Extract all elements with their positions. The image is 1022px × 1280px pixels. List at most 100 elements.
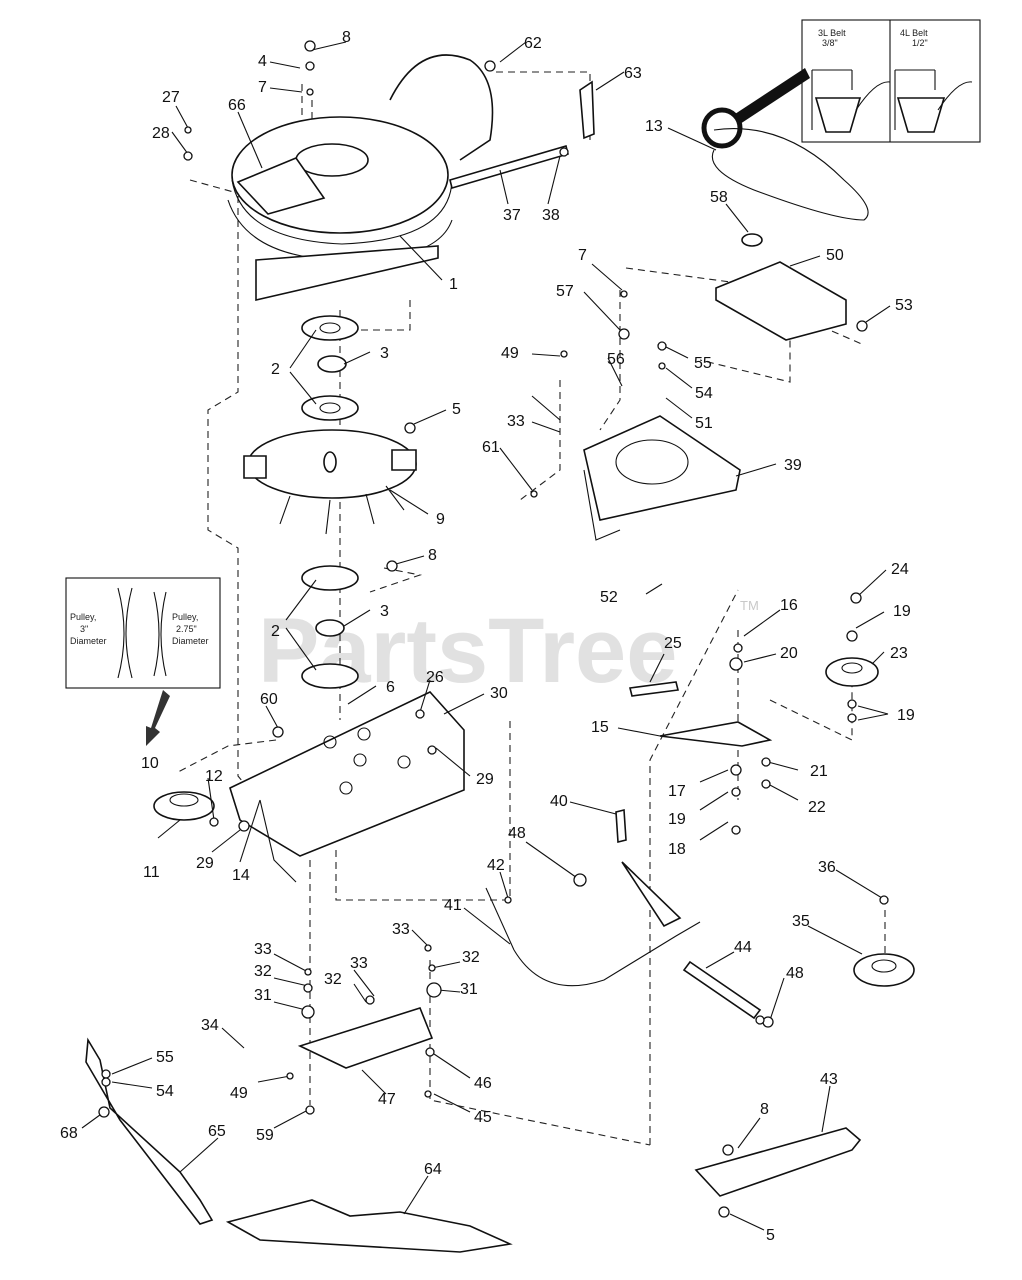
drive-belt	[711, 128, 869, 221]
callout-3b: 3	[380, 603, 389, 620]
engine-body	[389, 54, 494, 161]
callout-32a: 32	[254, 963, 272, 980]
decal	[236, 157, 326, 215]
callout-60: 60	[260, 691, 278, 708]
callout-33c: 33	[392, 921, 410, 938]
zoom-pointer-icon	[735, 68, 810, 124]
3l-belt-profile-icon	[814, 97, 862, 133]
pulley-3in-profile-icon	[117, 587, 133, 679]
belt-inset-4l-label: 4L Belt	[900, 28, 928, 38]
parts	[85, 54, 915, 1253]
callout-46: 46	[474, 1075, 492, 1092]
callout-32b: 32	[324, 971, 342, 988]
callout-62: 62	[524, 35, 542, 52]
callout-38: 38	[542, 207, 560, 224]
callout-37: 37	[503, 207, 521, 224]
engine-flywheel-hub	[295, 143, 369, 177]
plate-43	[694, 1127, 862, 1197]
callout-34: 34	[201, 1017, 219, 1034]
shield-50	[715, 261, 847, 341]
callout-20: 20	[780, 645, 798, 662]
callout-48a: 48	[508, 825, 526, 842]
callout-33a: 33	[254, 941, 272, 958]
callout-9: 9	[436, 511, 445, 528]
callout-19c: 19	[897, 707, 915, 724]
callout-23: 23	[890, 645, 908, 662]
callout-41: 41	[444, 897, 462, 914]
belt-inset-4l-size: 1/2"	[912, 38, 928, 48]
pulley-275in-profile-icon	[153, 591, 167, 677]
svg-text:Diameter: Diameter	[172, 636, 209, 646]
belt-profile-inset: 3L Belt 3/8" 4L Belt 1/2"	[701, 19, 981, 149]
callout-52: 52	[600, 589, 618, 606]
callout-47: 47	[378, 1091, 396, 1108]
callout-61: 61	[482, 439, 500, 456]
callout-65: 65	[208, 1123, 226, 1140]
callout-40: 40	[550, 793, 568, 810]
belt-inset-3l-size: 3/8"	[822, 38, 838, 48]
callout-18: 18	[668, 841, 686, 858]
callout-49a: 49	[501, 345, 519, 362]
callout-12: 12	[205, 768, 223, 785]
pulley-inset-3in-label: Pulley,	[70, 612, 96, 622]
callout-45: 45	[474, 1109, 492, 1126]
pulley-inset-frame	[65, 577, 221, 689]
callout-59: 59	[256, 1127, 274, 1144]
callout-19a: 19	[668, 811, 686, 828]
callout-14: 14	[232, 867, 250, 884]
callout-17: 17	[668, 783, 686, 800]
callout-7b: 7	[578, 247, 587, 264]
callout-24: 24	[891, 561, 909, 578]
callout-8b: 8	[428, 547, 437, 564]
belt-inset-3l-label: 3L Belt	[818, 28, 846, 38]
callout-55b: 55	[156, 1049, 174, 1066]
callout-64: 64	[424, 1161, 442, 1178]
svg-text:3": 3"	[80, 624, 88, 634]
callout-30: 30	[490, 685, 508, 702]
callout-29a: 29	[196, 855, 214, 872]
callout-44: 44	[734, 939, 752, 956]
bracket-39	[583, 415, 741, 521]
engine-deck-plate	[255, 245, 439, 302]
mount-plate	[229, 691, 465, 857]
callout-63: 63	[624, 65, 642, 82]
arrow-down-icon	[146, 690, 170, 746]
callout-22: 22	[808, 799, 826, 816]
callout-66: 66	[228, 97, 246, 114]
leader-lines	[81, 41, 891, 1231]
callout-6: 6	[386, 679, 395, 696]
callout-29b: 29	[476, 771, 494, 788]
callout-35: 35	[792, 913, 810, 930]
callout-36: 36	[818, 859, 836, 876]
callout-26: 26	[426, 669, 444, 686]
callout-19b: 19	[893, 603, 911, 620]
callout-55a: 55	[694, 355, 712, 372]
callout-31a: 31	[254, 987, 272, 1004]
svg-text:2.75": 2.75"	[176, 624, 197, 634]
callout-51: 51	[695, 415, 713, 432]
callout-31b: 31	[460, 981, 478, 998]
plate-64	[225, 1199, 513, 1253]
callout-32c: 32	[462, 949, 480, 966]
callout-58: 58	[710, 189, 728, 206]
callout-3a: 3	[380, 345, 389, 362]
belt-zoom-circle	[701, 107, 743, 149]
callout-25: 25	[664, 635, 682, 652]
callout-10: 10	[141, 755, 159, 772]
callout-21: 21	[810, 763, 828, 780]
callout-28: 28	[152, 125, 170, 142]
callout-16: 16	[780, 597, 798, 614]
callout-8c: 8	[760, 1101, 769, 1118]
callout-2a: 2	[271, 361, 280, 378]
callout-8a: 8	[342, 29, 351, 46]
callout-11: 11	[143, 864, 160, 881]
callout-57: 57	[556, 283, 574, 300]
fasteners	[98, 40, 889, 1218]
callout-15: 15	[591, 719, 609, 736]
callout-labels: 1 2 2 3 3 4 5 5 6 7 7 8 8 8 9 10 11 12 1…	[60, 29, 915, 1244]
callout-48b: 48	[786, 965, 804, 982]
pulley-35	[853, 953, 915, 987]
callout-56: 56	[607, 351, 625, 368]
callout-27: 27	[162, 89, 180, 106]
callout-7a: 7	[258, 79, 267, 96]
